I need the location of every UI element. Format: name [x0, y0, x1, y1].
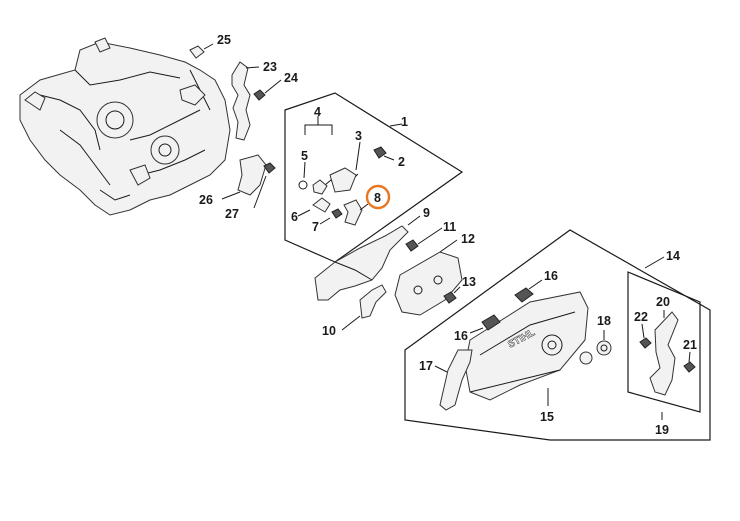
part-16-knob-b	[469, 314, 501, 334]
callout-20[interactable]: 20	[656, 295, 670, 309]
part-16-knob-a	[514, 279, 543, 303]
callout-17[interactable]: 17	[419, 359, 433, 373]
callout-27[interactable]: 27	[225, 207, 239, 221]
callout-11[interactable]: 11	[443, 220, 456, 234]
callout-2[interactable]: 2	[398, 155, 405, 169]
part-2-screw	[373, 146, 395, 161]
callout-9[interactable]: 9	[423, 206, 430, 220]
part-27-screw	[253, 162, 276, 209]
callout-8[interactable]: 8	[374, 191, 381, 205]
part-12-plate	[394, 239, 463, 316]
part-20-brake-lever	[649, 310, 679, 396]
part-4-5-parts	[298, 116, 333, 195]
callout-22[interactable]: 22	[634, 310, 648, 324]
part-1-adjuster-body	[329, 167, 357, 193]
part-13-screw	[443, 286, 461, 304]
part-18-nut	[579, 330, 612, 365]
callout-23[interactable]: 23	[263, 60, 277, 74]
callout-10[interactable]: 10	[322, 324, 336, 338]
part-7-screw	[319, 208, 343, 225]
part-10-catcher	[341, 284, 387, 331]
assembly-19-frame	[627, 271, 701, 420]
callout-6[interactable]: 6	[291, 210, 298, 224]
assembly-1-frame	[284, 92, 464, 263]
part-21-screw	[683, 351, 696, 373]
part-22-screw	[639, 323, 652, 349]
callout-15[interactable]: 15	[540, 410, 554, 424]
part-26-plate	[221, 154, 267, 200]
callout-1[interactable]: 1	[401, 115, 408, 129]
part-6-lever	[297, 197, 331, 217]
part-25-bolt	[189, 43, 214, 59]
part-9-cover	[314, 215, 421, 301]
callout-3[interactable]: 3	[355, 129, 362, 143]
part-24-screw	[253, 79, 282, 101]
engine-housing	[19, 37, 231, 216]
callout-14[interactable]: 14	[666, 249, 680, 263]
callout-19[interactable]: 19	[655, 423, 669, 437]
callout-12[interactable]: 12	[461, 232, 475, 246]
callout-24[interactable]: 24	[284, 71, 298, 85]
callout-18[interactable]: 18	[597, 314, 611, 328]
callout-7[interactable]: 7	[312, 220, 319, 234]
part-8-cam	[343, 199, 369, 226]
callout-16-b[interactable]: 16	[454, 329, 468, 343]
part-11-screw	[405, 227, 443, 252]
callout-5[interactable]: 5	[301, 149, 308, 163]
part-17-slide	[434, 349, 473, 411]
part-15-sprocket-cover: STIHL	[464, 291, 589, 406]
callout-25[interactable]: 25	[217, 33, 231, 47]
callout-21[interactable]: 21	[683, 338, 697, 352]
callout-8-highlight-ring	[365, 184, 391, 210]
callout-labels: 1 2 3 4 5 6 7 8 9 10 11 12 13 14 15 16 1…	[199, 33, 697, 437]
assembly-14-frame	[404, 229, 711, 441]
callout-16-a[interactable]: 16	[544, 269, 558, 283]
part-23-bracket	[231, 61, 260, 141]
callout-4[interactable]: 4	[314, 105, 321, 119]
callout-13[interactable]: 13	[462, 275, 476, 289]
callout-26[interactable]: 26	[199, 193, 213, 207]
